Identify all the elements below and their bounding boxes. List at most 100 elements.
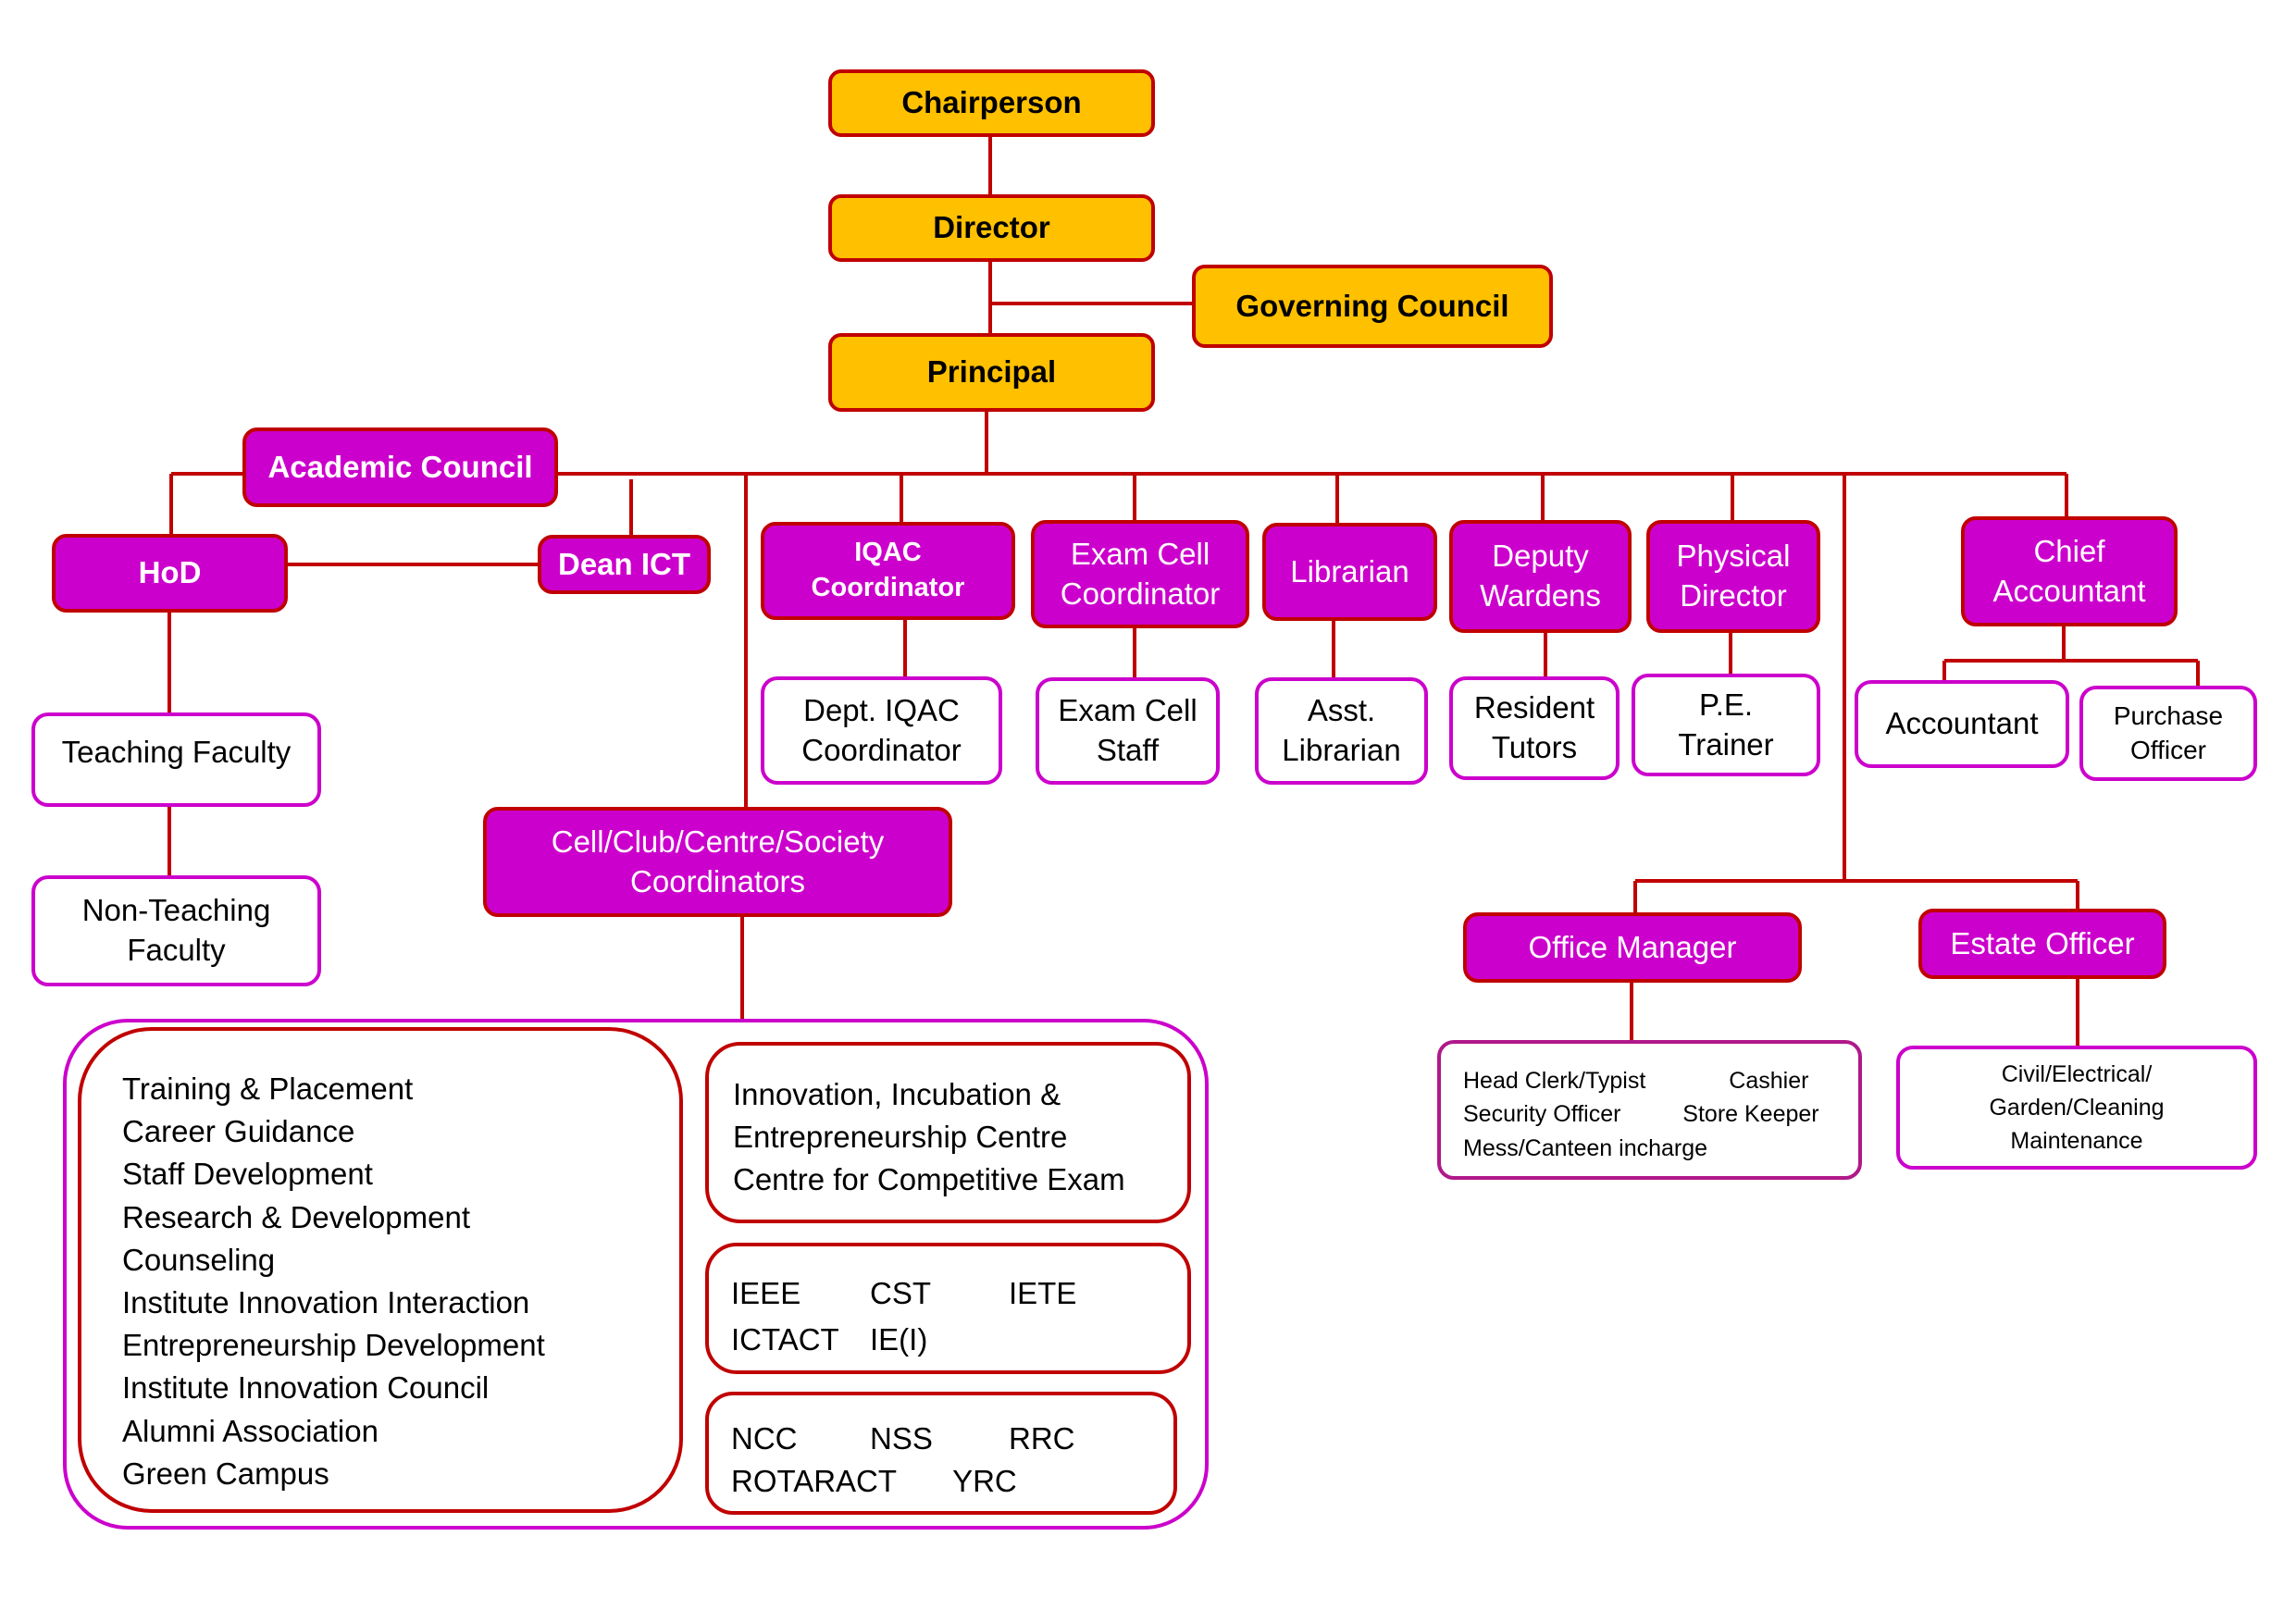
iqac-line-1: IQAC (854, 538, 922, 568)
office-staff-item: Head Clerk/Typist (1463, 1068, 1646, 1094)
pe-trainer-line-2: Trainer (1678, 726, 1774, 762)
office-staff-box: Head Clerk/Typist Cashier Security Offic… (1437, 1040, 1862, 1180)
exam-cell-line-2: Coordinator (1060, 576, 1221, 611)
non-teaching-line-2: Faculty (127, 933, 226, 967)
director-box: Director (828, 194, 1155, 262)
cell-list-item: Training & Placement (122, 1072, 414, 1106)
dept-iqac-line-2: Coordinator (801, 732, 962, 767)
dean-ict-box: Dean ICT (538, 535, 711, 594)
physical-director-line-2: Director (1680, 578, 1787, 613)
service-body: RRC (1009, 1421, 1075, 1456)
physical-director-line-1: Physical (1676, 539, 1791, 574)
dept-iqac-coordinator-box: Dept. IQAC Coordinator (761, 676, 1002, 785)
exam-cell-staff-line-2: Staff (1096, 733, 1160, 767)
deputy-wardens-line-2: Wardens (1480, 578, 1601, 613)
asst-librarian-box: Asst. Librarian (1255, 677, 1428, 785)
librarian-box: Librarian (1262, 523, 1437, 621)
cell-club-line-1: Cell/Club/Centre/Society (551, 824, 885, 859)
cell-list-item: Counseling (122, 1242, 276, 1277)
office-staff-item: Store Keeper (1682, 1101, 1819, 1128)
deputy-wardens-line-1: Deputy (1492, 539, 1589, 574)
estate-officer-box: Estate Officer (1918, 909, 2166, 979)
principal-box: Principal (828, 333, 1155, 412)
resident-tutors-box: Resident Tutors (1449, 676, 1620, 780)
centre-item: Centre for Competitive Exam (733, 1162, 1125, 1197)
purchase-officer-line-2: Officer (2130, 735, 2206, 764)
purchase-officer-box: Purchase Officer (2079, 686, 2257, 781)
service-body: NSS (870, 1421, 933, 1456)
centres-box: Innovation, Incubation & Entrepreneurshi… (705, 1042, 1191, 1223)
resident-tutors-line-1: Resident (1473, 690, 1595, 725)
teaching-faculty-label: Teaching Faculty (61, 735, 292, 769)
non-teaching-line-1: Non-Teaching (81, 893, 271, 928)
iqac-coordinator-box: IQAC Coordinator (761, 522, 1015, 620)
hod-box: HoD (52, 534, 288, 613)
professional-body: ICTACT (731, 1322, 839, 1357)
asst-librarian-line-2: Librarian (1282, 733, 1401, 767)
librarian-label: Librarian (1290, 553, 1409, 588)
cell-list-box: Training & Placement Career Guidance Sta… (78, 1027, 683, 1513)
service-body: ROTARACT (731, 1464, 898, 1499)
professional-body: IE(I) (870, 1322, 928, 1357)
dept-iqac-line-1: Dept. IQAC (803, 692, 960, 727)
professional-body: CST (870, 1276, 931, 1310)
estate-officer-label: Estate Officer (1950, 925, 2135, 960)
non-teaching-faculty-box: Non-Teaching Faculty (31, 875, 321, 986)
office-staff-item: Security Officer (1463, 1101, 1621, 1128)
pe-trainer-line-1: P.E. (1698, 687, 1754, 722)
asst-librarian-line-1: Asst. (1307, 693, 1376, 728)
pe-trainer-box: P.E. Trainer (1632, 674, 1820, 776)
cell-list-item: Research & Development (122, 1199, 471, 1234)
cell-list-item: Institute Innovation Council (122, 1370, 490, 1406)
academic-council-label: Academic Council (267, 449, 533, 484)
cell-list-item: Entrepreneurship Development (122, 1328, 545, 1363)
service-bodies-box: NCC NSS RRC ROTARACT YRC (705, 1392, 1177, 1515)
maintenance-line-1: Civil/Electrical/ (2001, 1060, 2153, 1087)
professional-bodies-box: IEEE CST IETE ICTACT IE(I) (705, 1243, 1191, 1374)
office-manager-box: Office Manager (1463, 912, 1802, 983)
service-body: NCC (731, 1421, 798, 1456)
cell-list-item: Institute Innovation Interaction (122, 1284, 530, 1319)
exam-cell-staff-box: Exam Cell Staff (1036, 677, 1220, 785)
professional-body: IETE (1009, 1276, 1077, 1310)
accountant-box: Accountant (1855, 680, 2069, 768)
maintenance-box: Civil/Electrical/ Garden/Cleaning Mainte… (1896, 1046, 2257, 1170)
governing-council-label: Governing Council (1235, 288, 1509, 323)
chief-accountant-line-2: Accountant (1992, 573, 2146, 608)
cell-club-coordinators-box: Cell/Club/Centre/Society Coordinators (483, 807, 952, 917)
chairperson-label: Chairperson (901, 85, 1082, 120)
director-label: Director (933, 210, 1050, 245)
exam-cell-staff-line-1: Exam Cell (1058, 693, 1198, 728)
hod-label: HoD (138, 555, 202, 590)
teaching-faculty-box: Teaching Faculty (31, 712, 321, 807)
centre-item: Innovation, Incubation & (733, 1077, 1061, 1111)
maintenance-line-2: Garden/Cleaning (1989, 1094, 2165, 1121)
exam-cell-line-1: Exam Cell (1070, 536, 1210, 571)
cell-list-item: Staff Development (122, 1157, 373, 1192)
governing-council-box: Governing Council (1192, 265, 1553, 348)
cell-club-line-2: Coordinators (630, 863, 805, 898)
deputy-wardens-box: Deputy Wardens (1449, 520, 1632, 633)
resident-tutors-line-2: Tutors (1491, 730, 1578, 764)
cell-list-item: Career Guidance (122, 1114, 355, 1149)
cell-list-item: Green Campus (122, 1456, 329, 1491)
office-manager-label: Office Manager (1528, 929, 1737, 964)
chief-accountant-line-1: Chief (2033, 533, 2105, 568)
maintenance-line-3: Maintenance (2010, 1128, 2143, 1155)
principal-label: Principal (926, 354, 1057, 390)
professional-body: IEEE (731, 1276, 801, 1310)
accountant-label: Accountant (1885, 706, 2039, 741)
academic-council-box: Academic Council (242, 427, 558, 507)
dean-ict-label: Dean ICT (557, 546, 691, 581)
exam-cell-coordinator-box: Exam Cell Coordinator (1031, 520, 1249, 628)
cell-list-item: Alumni Association (122, 1413, 379, 1448)
iqac-line-2: Coordinator (811, 573, 965, 602)
chief-accountant-box: Chief Accountant (1961, 516, 2178, 626)
service-body: YRC (952, 1464, 1017, 1499)
centre-item: Entrepreneurship Centre (733, 1120, 1068, 1155)
chairperson-box: Chairperson (828, 69, 1155, 137)
office-staff-item: Mess/Canteen incharge (1463, 1134, 1708, 1161)
purchase-officer-line-1: Purchase (2113, 701, 2224, 731)
office-staff-item: Cashier (1729, 1068, 1809, 1094)
